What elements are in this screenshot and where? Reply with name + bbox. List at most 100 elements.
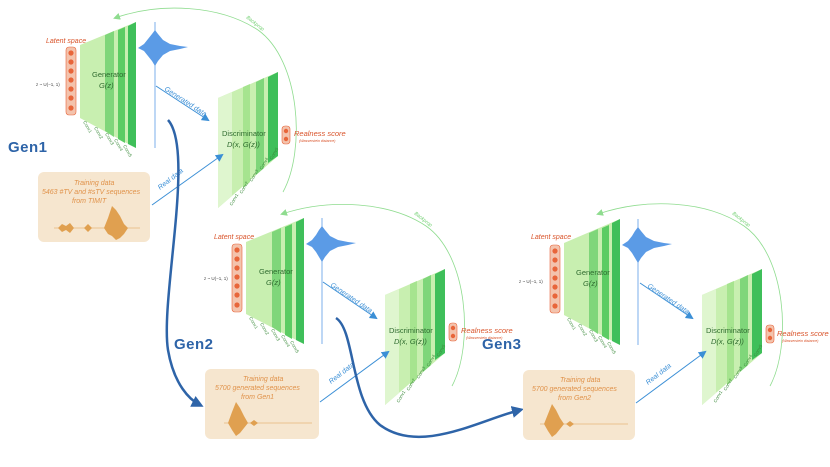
gen3-gen-conv-labels: Conv1 Conv2 Conv3 Conv4 Conv5 (566, 317, 617, 355)
gen3-realness-sub: (Wasserstein distance) (782, 339, 818, 343)
gen3-training-line2: from Gen2 (558, 395, 591, 402)
gen1-discriminator-label: Discriminator (222, 129, 266, 138)
gen3-label: Gen3 (482, 336, 522, 353)
gen1-training-waveform (54, 206, 140, 240)
gen1-dconv-5: Conv1 (229, 192, 240, 206)
gen2-discriminator-fn: D(x, G(z)) (394, 337, 427, 346)
gen3-gconv-2: Conv2 (577, 323, 588, 337)
gen3-generator: Generator G(z) (564, 219, 620, 345)
gen2-dconv-1: Conv5 (436, 343, 447, 357)
gen3-realness-label: Realness score (777, 329, 829, 338)
gen3-real-label: Real data (645, 363, 673, 387)
gen3-generator-label: Generator (576, 268, 610, 277)
gen2-gconv-2: Conv2 (259, 322, 270, 336)
gen1-z-formula: z ~ U(−1, 1) (36, 82, 60, 87)
gen1-gconv-5: Conv5 (122, 144, 133, 158)
gen1-block: Gen1 Latent space z ~ U(−1, 1) Generator… (8, 7, 346, 242)
gen3-latent-dots (552, 248, 558, 309)
gen2-disc-conv-labels: Conv5 Conv4 Conv3 Conv2 Conv1 (396, 343, 447, 403)
gen1-dconv-4: Conv2 (239, 180, 250, 194)
gen3-block: Gen3 Latent space z ~ U(−1, 1) Generator… (482, 203, 829, 440)
gen2-to-gen3-arrow (335, 316, 524, 439)
gen3-generated-label: Generated data (646, 283, 690, 316)
gen2-dconv-4: Conv2 (406, 377, 417, 391)
gen1-realness-node (281, 125, 291, 145)
gen3-discriminator: Discriminator D(x, G(z)) (702, 269, 762, 405)
gen1-dconv-3: Conv3 (249, 168, 260, 182)
gen3-gconv-3: Conv3 (588, 329, 599, 343)
gen1-training-title: Training data (74, 180, 114, 187)
gen3-dconv-4: Conv2 (723, 377, 734, 391)
gen1-real-label: Real data (157, 168, 185, 192)
gen2-gconv-1: Conv1 (248, 316, 259, 330)
gen1-latent-dots (68, 50, 74, 111)
gen1-realness-label: Realness score (294, 129, 346, 138)
gen1-training-line2: from TIMIT (72, 198, 107, 205)
gen2-gen-conv-labels: Conv1 Conv2 Conv3 Conv4 Conv5 (248, 316, 300, 354)
gen1-dconv-1: Conv5 (269, 146, 280, 160)
gen1-training-box: Training data 5463 #TV and #sTV sequence… (38, 172, 150, 242)
gen2-generator-label: Generator (259, 267, 293, 276)
gen1-gconv-1: Conv1 (82, 120, 93, 134)
gen3-dconv-2: Conv4 (743, 353, 754, 367)
gen3-disc-conv-labels: Conv5 Conv4 Conv3 Conv2 Conv1 (713, 343, 764, 403)
gen3-discriminator-label: Discriminator (706, 326, 750, 335)
gen2-generated-arrow (322, 281, 378, 320)
gen2-generated-label: Generated data (329, 282, 373, 315)
gen3-real-arrow (635, 350, 707, 404)
gen3-dconv-3: Conv3 (733, 365, 744, 379)
gen3-training-box: Training data 5700 generated sequences f… (523, 370, 635, 440)
gen1-gen-conv-labels: Conv1 Conv2 Conv3 Conv4 Conv5 (82, 120, 133, 158)
gen2-generated-waveform (306, 218, 356, 344)
gen1-gconv-4: Conv4 (113, 138, 124, 152)
gen2-training-line2: from Gen1 (241, 394, 274, 401)
gen3-z-formula: z ~ U(−1, 1) (519, 279, 543, 284)
gen1-to-gen2-arrow (165, 119, 204, 407)
gen2-block: Gen2 Latent space z ~ U(−1, 1) Generator… (174, 204, 513, 439)
gen2-training-box: Training data 5700 generated sequences f… (205, 369, 319, 439)
gen2-latent-dots (234, 247, 240, 308)
gen1-backprop-arc (113, 7, 297, 193)
gen1-disc-conv-labels: Conv5 Conv4 Conv3 Conv2 Conv1 (229, 146, 280, 206)
gen1-realness-sub: (Wasserstein distance) (299, 139, 335, 143)
gen3-generator-fn: G(z) (583, 279, 598, 288)
gen3-dconv-1: Conv5 (753, 343, 764, 357)
gen3-discriminator-fn: D(x, G(z)) (711, 337, 744, 346)
gen1-label: Gen1 (8, 139, 48, 156)
gen2-real-label: Real data (328, 362, 356, 386)
gen2-realness-node (448, 322, 458, 342)
gen2-training-line1: 5700 generated sequences (215, 385, 300, 392)
gen2-backprop-arc (280, 204, 465, 387)
gen2-z-formula: z ~ U(−1, 1) (204, 276, 228, 281)
gen1-generator: Generator G(z) (80, 22, 136, 148)
gen1-discriminator-fn: D(x, G(z)) (227, 140, 260, 149)
gen3-gconv-1: Conv1 (566, 317, 577, 331)
gen3-dconv-5: Conv1 (713, 389, 724, 403)
gen3-latent-label: Latent space (531, 234, 571, 241)
gen2-discriminator: Discriminator D(x, G(z)) (385, 269, 445, 405)
gen1-training-line1: 5463 #TV and #sTV sequences (42, 189, 141, 196)
gen3-gconv-4: Conv4 (597, 335, 608, 349)
gen3-generated-arrow (639, 282, 694, 320)
gen3-backprop-arc (596, 203, 783, 387)
gen2-gconv-3: Conv3 (270, 328, 281, 342)
gen2-dconv-2: Conv4 (426, 353, 437, 367)
gen1-generated-arrow (155, 85, 210, 122)
gen1-generator-fn: G(z) (99, 81, 114, 90)
gen2-gconv-4: Conv4 (280, 334, 291, 348)
gen2-generator: Generator G(z) (246, 218, 304, 344)
gen2-real-arrow (319, 350, 390, 403)
gen1-discriminator: Discriminator D(x, G(z)) (218, 72, 278, 208)
gen3-generated-waveform (622, 219, 672, 345)
gen1-real-arrow (151, 153, 224, 206)
gen1-generated-waveform (138, 22, 188, 148)
gen1-gconv-3: Conv3 (104, 132, 115, 146)
gen2-dconv-5: Conv1 (396, 389, 407, 403)
gen2-realness-label: Realness score (461, 326, 513, 335)
gen2-realness-sub: (Wasserstein distance) (466, 336, 502, 340)
gen3-realness-node (765, 324, 775, 344)
gen2-discriminator-label: Discriminator (389, 326, 433, 335)
gen1-dconv-2: Conv4 (259, 156, 270, 170)
gen1-generated-label: Generated data (163, 86, 208, 118)
